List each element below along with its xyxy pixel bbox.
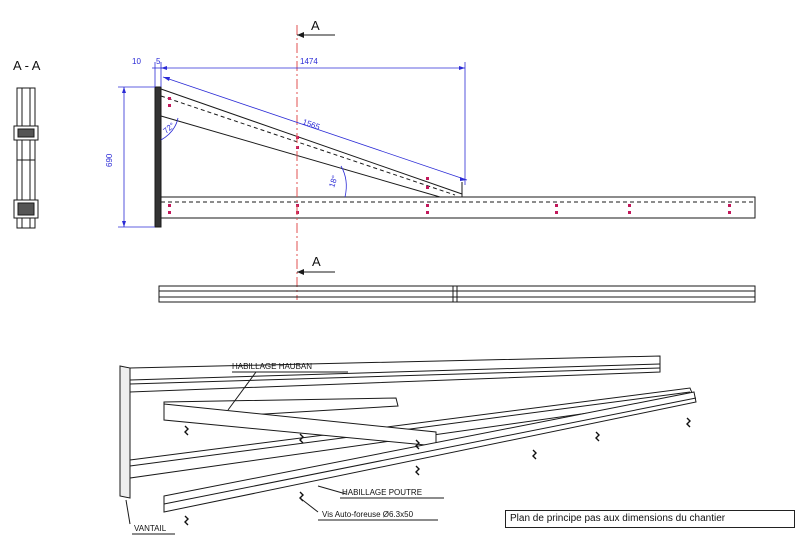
leader-screw	[299, 497, 319, 513]
bolt-hole	[628, 211, 631, 214]
bolt-hole	[168, 104, 171, 107]
label-leaf: VANTAIL	[134, 524, 167, 533]
bolt-hole	[628, 204, 631, 207]
bolt-hole	[728, 204, 731, 207]
cut-marker-bottom: A	[297, 254, 335, 275]
section-view-a-a: A - A	[13, 58, 41, 229]
dim-angle-top: 72°	[162, 121, 177, 136]
label-brace-cladding: HABILLAGE HAUBAN	[232, 362, 312, 371]
dim-angle-bottom: 18°	[327, 174, 339, 188]
section-view-label: A - A	[13, 58, 41, 73]
bolt-hole	[728, 211, 731, 214]
leader-leaf	[125, 499, 131, 525]
wall-plate	[154, 86, 162, 228]
bolt-hole	[426, 186, 429, 189]
beam-cladding	[163, 391, 697, 513]
beam	[160, 196, 756, 219]
brace	[160, 88, 463, 198]
bolt-hole	[168, 211, 171, 214]
cut-marker-top-label: A	[311, 18, 320, 33]
screw-icon	[184, 425, 189, 436]
leader-beam-cladding	[317, 485, 347, 495]
screw-icon	[415, 439, 420, 450]
label-screw: Vis Auto-foreuse Ø6.3x50	[322, 510, 414, 519]
screw-icon	[299, 433, 304, 444]
plan-view	[158, 285, 756, 303]
bolt-hole	[168, 204, 171, 207]
screw-icon	[532, 449, 537, 460]
dim-length: 1474	[300, 57, 318, 66]
elevation-view: A A	[105, 18, 756, 300]
label-beam-cladding: HABILLAGE POUTRE	[342, 488, 422, 497]
bolt-holes	[168, 97, 731, 214]
bolt-hole	[168, 97, 171, 100]
screw-icon	[595, 431, 600, 442]
bolt-hole	[426, 211, 429, 214]
cut-marker-bottom-label: A	[312, 254, 321, 269]
screw-icon	[415, 465, 420, 476]
bolt-hole	[426, 177, 429, 180]
dim-offset-a: 10	[132, 57, 141, 66]
isometric-view	[119, 355, 697, 535]
screw-icon	[184, 515, 189, 526]
bolt-hole	[555, 204, 558, 207]
dim-brace-length: 1565	[301, 117, 321, 131]
screw-icon	[686, 417, 691, 428]
bolt-hole	[555, 211, 558, 214]
scale-note: Plan de principe pas aux dimensions du c…	[505, 510, 795, 528]
leaf-plate	[119, 365, 131, 499]
cut-marker-top: A	[297, 18, 335, 38]
dimensions	[118, 62, 468, 228]
dim-height: 690	[105, 153, 114, 167]
bolt-hole	[426, 204, 429, 207]
leader-brace-cladding	[227, 371, 257, 411]
dim-offset-b: 5	[156, 57, 161, 66]
